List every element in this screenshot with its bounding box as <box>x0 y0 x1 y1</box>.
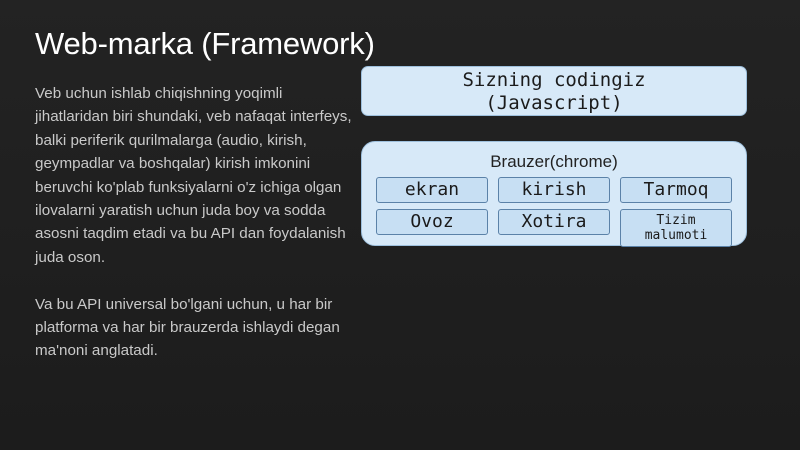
chip-xotira: Xotira <box>498 209 610 235</box>
body-paragraph-2: Va bu API universal bo'lgani uchun, u ha… <box>35 295 340 360</box>
chip-tarmoq: Tarmoq <box>620 177 732 203</box>
browser-box: Brauzer(chrome) ekran kirish Tarmoq Ovoz… <box>361 141 747 247</box>
chip-tizim-malumoti: Tizim malumoti <box>620 209 732 247</box>
chip-kirish: kirish <box>498 177 610 203</box>
slide-body: Veb uchun ishlab chiqishning yoqimli jih… <box>35 82 353 363</box>
code-box-line-2: (Javascript) <box>485 92 623 114</box>
body-paragraph-1: Veb uchun ishlab chiqishning yoqimli jih… <box>35 85 352 266</box>
slide-title: Web-marka (Framework) <box>35 26 375 61</box>
browser-label: Brauzer(chrome) <box>490 152 618 171</box>
chip-ekran: ekran <box>376 177 488 203</box>
chip-tizim-line-1: Tizim <box>656 213 696 228</box>
code-box-line-1: Sizning codingiz <box>462 69 646 91</box>
chip-ovoz: Ovoz <box>376 209 488 235</box>
code-box: Sizning codingiz (Javascript) <box>361 66 747 116</box>
chip-tizim-line-2: malumoti <box>644 228 708 243</box>
